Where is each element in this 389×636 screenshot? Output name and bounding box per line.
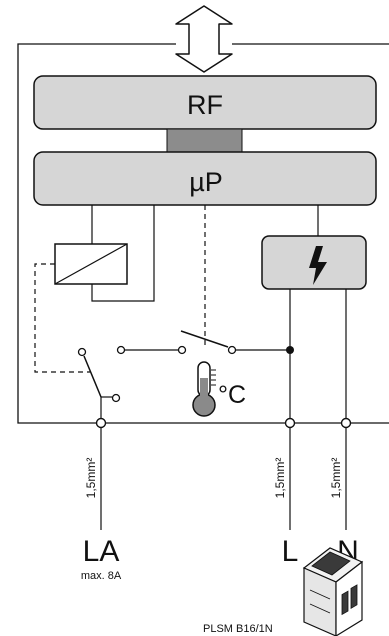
la-wire-cross-section: 1,5mm² (84, 458, 98, 499)
la-sublabel: max. 8A (81, 570, 122, 582)
la-label: LA (83, 535, 120, 568)
device-enclosure (17, 43, 389, 424)
l-wire-cross-section: 1,5mm² (273, 458, 287, 499)
la-switch-contact (77, 347, 121, 423)
temperature-unit: °C (218, 381, 246, 409)
l-label: L (282, 535, 299, 568)
breaker-model-label: PLSM B16/1N (203, 623, 273, 635)
n-wire-cross-section: 1,5mm² (329, 458, 343, 499)
microprocessor-label: µP (189, 167, 223, 197)
circuit-breaker-icon (302, 547, 364, 636)
relay-drive-return (91, 205, 155, 302)
n-terminal (340, 417, 352, 429)
relay-coil (54, 243, 128, 285)
l-terminal (284, 417, 296, 429)
double-arrow-icon (175, 5, 233, 73)
rf-label: RF (187, 90, 223, 120)
rf-up-connector (166, 128, 243, 153)
la-terminal (95, 417, 107, 429)
lightning-icon (309, 246, 327, 285)
relay-mechanical-link (34, 263, 90, 373)
thermostat-switch (116, 330, 294, 355)
thermometer-icon (192, 361, 216, 417)
